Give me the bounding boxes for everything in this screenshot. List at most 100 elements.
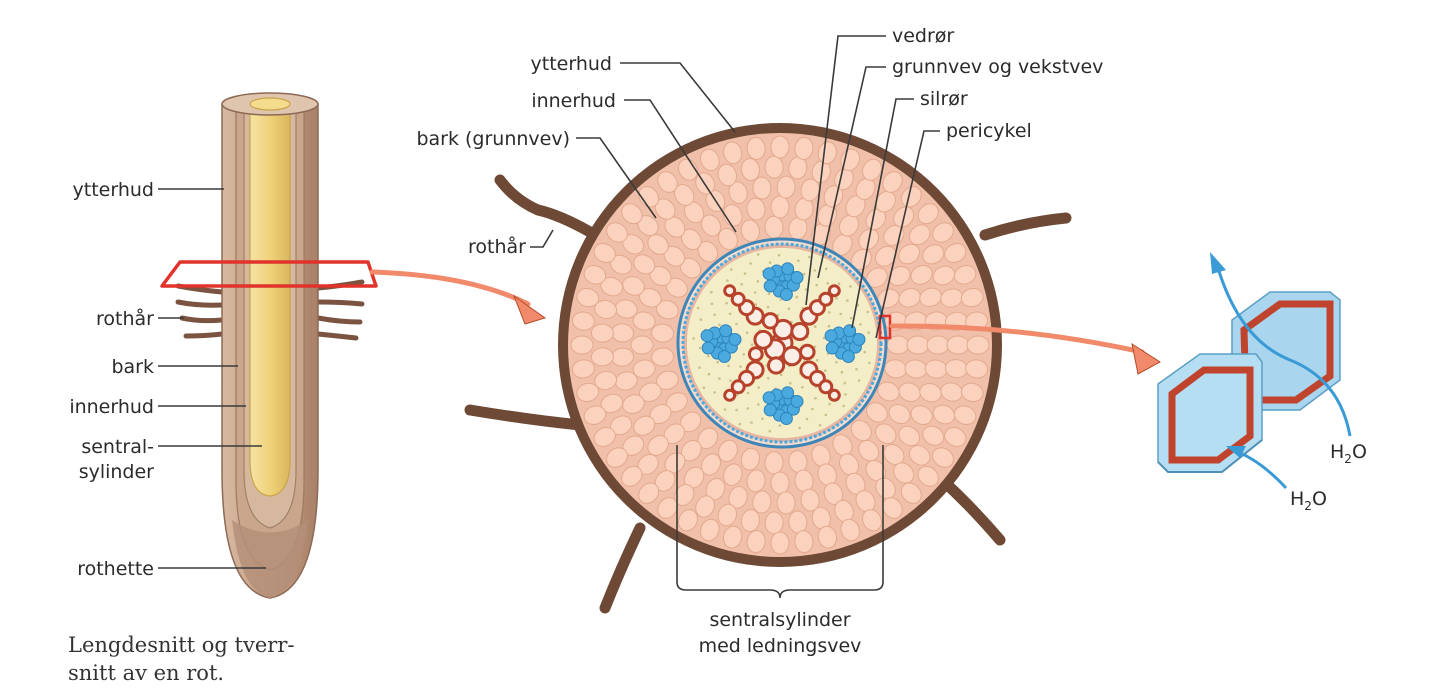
stele-dot — [727, 364, 730, 368]
phloem-cell — [824, 329, 838, 343]
cortex-cell — [700, 453, 722, 476]
stele-dot — [826, 282, 829, 285]
stele-dot — [767, 376, 770, 380]
cortex-cell — [571, 359, 595, 379]
cortex-cell — [657, 171, 678, 193]
cortex-cell — [633, 415, 656, 436]
stele-dot — [802, 272, 806, 276]
stele-dot — [692, 337, 695, 340]
cortex-cell — [678, 509, 698, 532]
cortex-cell — [877, 381, 900, 402]
cortex-cell — [583, 265, 607, 285]
stele-dot — [735, 408, 738, 412]
cortex-cell — [932, 447, 954, 468]
stele-dot — [713, 391, 716, 394]
stele-dot — [756, 280, 760, 283]
cortex-cell — [746, 197, 766, 221]
cortex-cell — [590, 347, 614, 367]
xylem-cell — [730, 379, 746, 395]
cortex-cell — [919, 287, 942, 308]
xylem-cell — [747, 346, 764, 363]
cortex-cell — [700, 214, 722, 237]
stele-dot — [742, 353, 746, 356]
stele-dot — [761, 417, 764, 421]
cortex-cell — [746, 530, 766, 554]
stele-dot — [735, 322, 738, 326]
cortex-cell — [898, 425, 921, 447]
cortex-cell — [888, 403, 911, 425]
stele-dot — [757, 386, 760, 389]
cortex-cell — [858, 439, 880, 462]
cortex-cell — [794, 136, 814, 160]
cortex-cell — [638, 186, 660, 208]
label-pericykel: pericykel — [946, 120, 1032, 142]
cortex-cell — [622, 394, 645, 414]
cortex-cell — [647, 234, 669, 255]
stele-dot — [743, 272, 747, 275]
stele-dot — [815, 283, 818, 287]
stele-dot — [827, 324, 831, 328]
cortex-cell — [910, 405, 933, 426]
phloem-cell — [763, 403, 777, 417]
cortex-cell — [622, 276, 645, 296]
cortex-cell — [570, 335, 594, 355]
xylem-cell — [761, 312, 779, 330]
cortex-cell — [926, 335, 950, 355]
stele-dot — [846, 299, 849, 302]
xylem-cell — [730, 291, 746, 307]
stele-dot — [795, 295, 799, 299]
cortex-cell — [882, 497, 903, 519]
cortex-cell — [900, 186, 922, 208]
cortex-cell — [906, 335, 930, 355]
label-cross-bark: bark (grunnvev) — [416, 128, 570, 150]
label-water-1: H2O — [1330, 441, 1367, 466]
phloem-cell — [781, 262, 795, 276]
cortex-cell — [770, 531, 790, 555]
stele-dot — [779, 373, 783, 377]
stele-dot — [837, 282, 841, 286]
xylem-cells — [723, 284, 841, 402]
cortex-cell — [898, 288, 921, 308]
stele-dot — [868, 361, 871, 365]
cortex-cell — [960, 287, 984, 308]
phloem-groups — [700, 262, 866, 425]
stele-dot — [804, 288, 808, 291]
stele-dot — [710, 290, 713, 294]
stele-dot — [739, 365, 742, 368]
stele-dot — [797, 259, 800, 263]
cortex-cell — [944, 427, 967, 447]
stele-dot — [777, 253, 781, 257]
phloem-cell — [728, 333, 742, 346]
cortex-cell — [594, 299, 618, 320]
cortex-cell — [932, 404, 956, 425]
label-sentral-1: sentral- — [81, 436, 154, 458]
cortex-cell — [740, 158, 760, 181]
cortex-cell — [621, 203, 643, 225]
stele-dot — [814, 325, 817, 328]
root-hairs-right — [315, 279, 365, 341]
stele-dot — [754, 303, 757, 306]
stele-dot — [815, 358, 819, 362]
stele-dot — [787, 307, 791, 311]
cortex-cell — [752, 490, 772, 514]
phloem-cell — [790, 271, 804, 284]
cortex-cell — [695, 495, 715, 518]
cortex-cell — [740, 509, 760, 532]
stele-dot — [814, 397, 817, 400]
cortex-cell — [764, 215, 784, 239]
cortex-cell — [850, 419, 872, 442]
label-vedror: vedrør — [892, 25, 954, 47]
phloem-cell — [843, 324, 857, 338]
cortex-cell — [770, 195, 790, 219]
stele-dot — [710, 302, 714, 306]
stele-dot — [835, 361, 838, 364]
cortex-cell — [919, 382, 942, 403]
stele-dot — [863, 350, 866, 354]
label-cross-ytterhud: ytterhud — [531, 53, 612, 75]
label-stele-1: sentralsylinder — [709, 609, 850, 631]
stele-dot — [824, 267, 828, 271]
cortex-cell — [898, 243, 921, 265]
cortex-cell — [571, 311, 595, 331]
stele-dot — [750, 421, 753, 424]
cortex-cell — [966, 335, 990, 355]
